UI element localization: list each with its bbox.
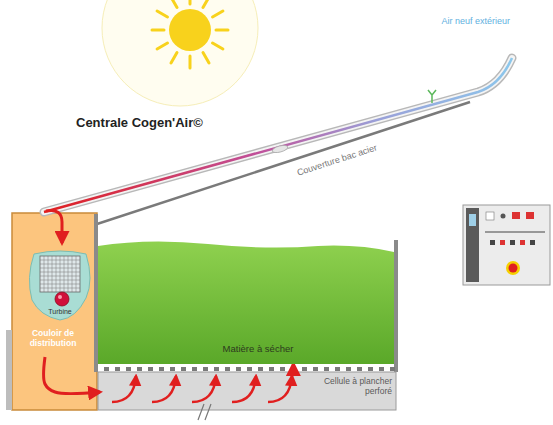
bin-left-wall xyxy=(94,214,98,372)
air-inlet-arrow xyxy=(46,210,62,243)
sun xyxy=(169,9,211,51)
air-inlet-label: Air neuf extérieur xyxy=(438,16,510,26)
air-pipe-inner xyxy=(44,58,512,212)
node-label: Matière à sécher xyxy=(198,344,318,355)
pipe-joint xyxy=(271,144,288,154)
air-flow-arrow xyxy=(44,357,100,393)
sun-halo xyxy=(102,0,258,106)
perforated-cell: Cellule à plancher perforé xyxy=(98,374,394,410)
node-label: Couloir de distribution xyxy=(14,327,92,351)
sensor-antenna xyxy=(428,90,436,103)
air-flow-arrow xyxy=(292,364,295,374)
perforations xyxy=(104,367,395,371)
air-arcs xyxy=(112,376,292,402)
wall-stub xyxy=(6,330,12,410)
diagram-title: Centrale Cogen'Air© xyxy=(76,116,203,131)
control-panel xyxy=(463,205,550,285)
node-label: Cellule à plancher perforé xyxy=(316,377,392,397)
turbine-node: Turbine xyxy=(26,250,94,322)
turbine-housing xyxy=(12,213,97,410)
air-flow xyxy=(44,58,512,212)
node-label: Turbine xyxy=(26,308,94,316)
break-mark xyxy=(198,404,211,420)
material-pile: Matière à sécher xyxy=(98,236,394,364)
air-pipe xyxy=(44,58,512,212)
bin-right-wall xyxy=(394,240,398,372)
floor-band xyxy=(98,372,396,410)
sun-rays xyxy=(152,0,228,68)
distribution-corridor: Couloir de distribution xyxy=(14,327,92,357)
